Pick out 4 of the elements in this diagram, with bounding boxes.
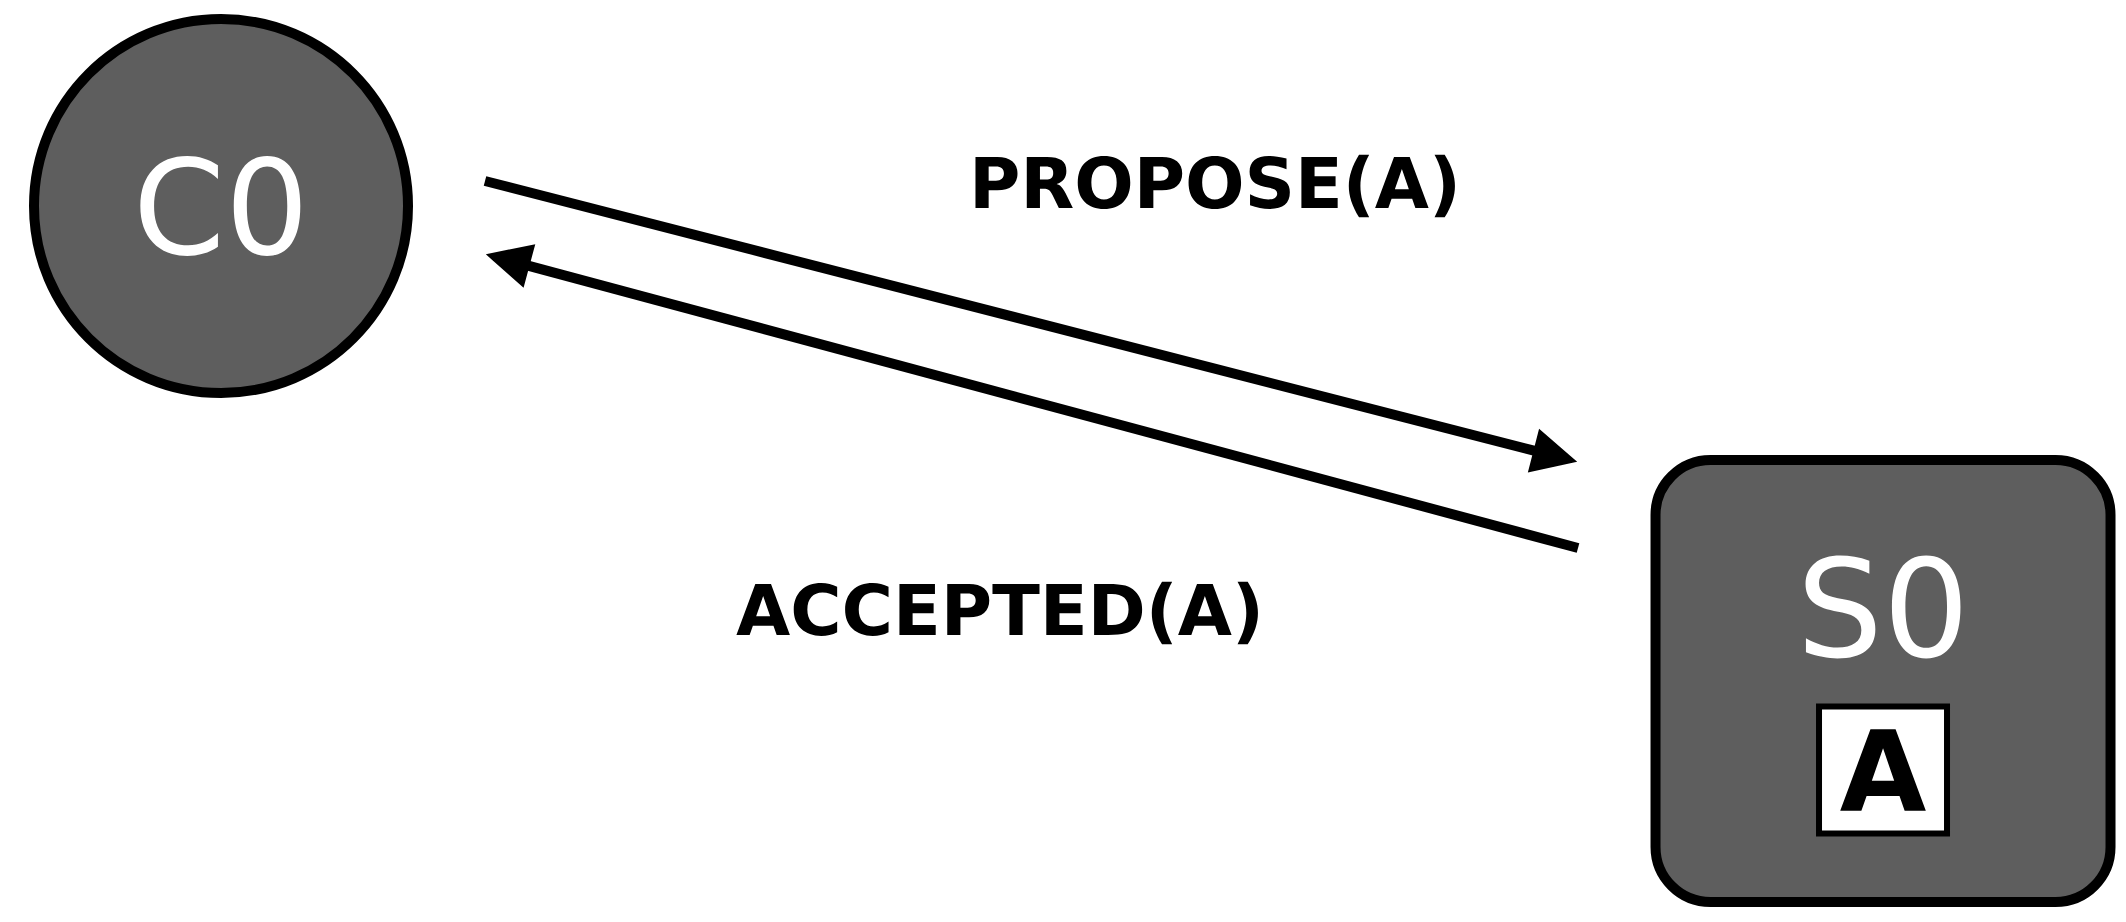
edge-label: ACCEPTED(A) xyxy=(736,581,1258,645)
edge-label: PROPOSE(A) xyxy=(975,154,1455,218)
value-box: A xyxy=(1816,703,1950,837)
circle-node: C0 xyxy=(29,14,413,398)
